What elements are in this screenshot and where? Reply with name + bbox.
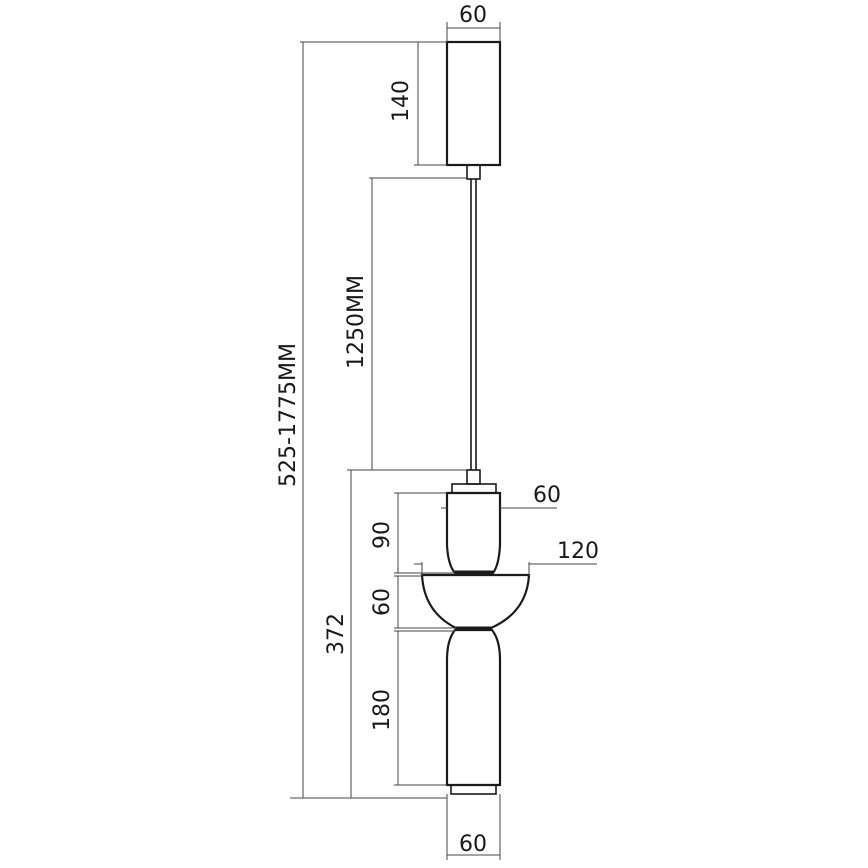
lamp-connector-shape: [466, 469, 481, 485]
bowl-width-label: 120: [557, 539, 599, 564]
lamp-outline: [420, 40, 531, 795]
bowl-shape: [420, 573, 531, 630]
upper-cylinder-height-label: 90: [370, 521, 395, 549]
total-height-range-label: 525-1775MM: [276, 343, 301, 487]
bowl-height-label: 60: [370, 588, 395, 616]
dimension-labels: 60 140 1250MM 525-1775MM 372 90 60 120 6…: [276, 3, 599, 857]
lower-cylinder-height-label: 180: [370, 689, 395, 731]
canopy-shape: [445, 40, 502, 167]
canopy-height-label: 140: [389, 80, 414, 122]
lower-cylinder-shape: [445, 628, 502, 787]
canopy-width-label: 60: [459, 3, 487, 28]
upper-cylinder-shape: [445, 491, 502, 575]
canopy-connector-shape: [466, 164, 481, 180]
bottom-cap-shape: [450, 784, 497, 795]
cable-length-label: 1250MM: [344, 275, 369, 369]
lower-cylinder-width-label: 60: [459, 832, 487, 857]
body-height-label: 372: [324, 613, 349, 655]
upper-cylinder-width-label: 60: [533, 483, 561, 508]
dimension-lines: [290, 22, 597, 860]
top-cap-shape: [451, 483, 497, 494]
